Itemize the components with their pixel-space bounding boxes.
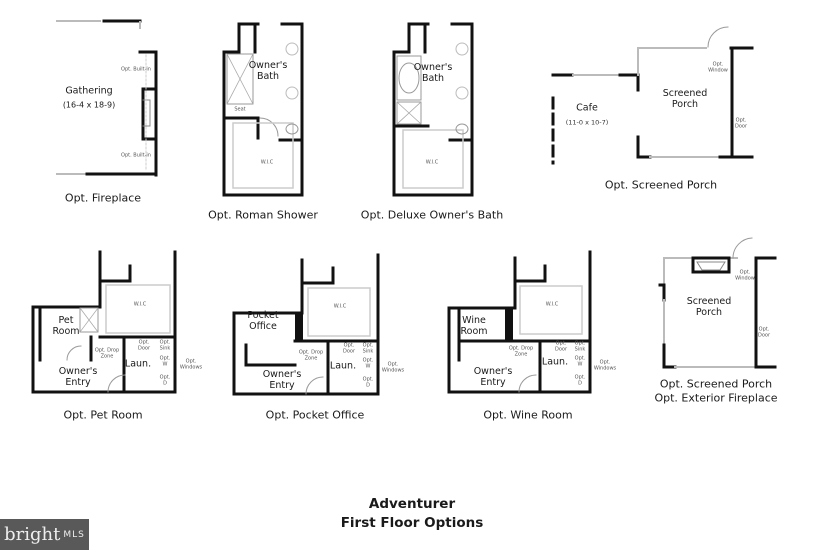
- note-opt-drop-zone: Opt. Drop Zone: [508, 345, 534, 357]
- room-label-wic: W.I.C: [425, 159, 439, 166]
- room-label-laundry: Laun.: [329, 360, 357, 372]
- note-opt-window: Opt. Window: [708, 61, 728, 73]
- note-opt-door: Opt. Door: [342, 342, 356, 354]
- note-seat: Seat: [234, 106, 246, 113]
- note-opt-door: Opt. Door: [757, 326, 771, 338]
- porch-fireplace-plan: [658, 237, 777, 369]
- room-dimensions: (16-4 x 18-9): [62, 100, 116, 110]
- bright-mls-logo: bright MLS: [0, 519, 89, 550]
- room-label-owners-bath: Owner's Bath: [413, 62, 453, 84]
- page-subtitle: First Floor Options: [340, 515, 484, 532]
- room-label-laundry: Laun.: [124, 358, 152, 370]
- pet-room-plan: [31, 250, 177, 394]
- roman-shower-plan: [222, 22, 304, 197]
- note-opt-dryer: Opt. D: [159, 374, 171, 386]
- pocket-office-plan: [232, 253, 380, 396]
- caption-opt-roman-shower: Opt. Roman Shower: [208, 208, 318, 222]
- note-opt-window: Opt. Window: [735, 269, 755, 281]
- caption-opt-screened-porch: Opt. Screened Porch: [604, 178, 718, 192]
- note-opt-door: Opt. Door: [554, 340, 568, 352]
- room-label-wic: W.I.C: [133, 301, 147, 308]
- note-opt-washer: Opt. W: [574, 355, 586, 367]
- note-opt-windows: Opt. Windows: [381, 361, 405, 373]
- room-label-cafe: Cafe: [576, 102, 598, 114]
- room-label-screened-porch: Screened Porch: [686, 296, 732, 318]
- room-label-wic: W.I.C: [260, 159, 274, 166]
- note-opt-drop-zone: Opt. Drop Zone: [298, 349, 324, 361]
- room-label-wine-room: Wine Room: [460, 315, 488, 337]
- caption-opt-exterior-fireplace: Opt. Exterior Fireplace: [654, 391, 778, 405]
- caption-opt-screened-porch: Opt. Screened Porch: [659, 377, 773, 391]
- wine-room-plan: [447, 250, 592, 394]
- room-label-laundry: Laun.: [541, 356, 569, 368]
- logo-suffix: MLS: [63, 529, 85, 540]
- logo-brand: bright: [4, 524, 61, 545]
- room-label-owners-entry: Owner's Entry: [473, 366, 513, 388]
- room-label-pocket-office: Pocket Office: [247, 310, 279, 332]
- room-dimensions: (11-0 x 10-7): [565, 118, 609, 127]
- note-opt-dryer: Opt. D: [362, 376, 374, 388]
- room-label-owners-bath: Owner's Bath: [248, 60, 288, 82]
- screened-porch-plan: [551, 26, 754, 165]
- caption-opt-pocket-office: Opt. Pocket Office: [265, 408, 365, 422]
- room-label-pet-room: Pet Room: [52, 315, 80, 337]
- note-opt-dryer: Opt. D: [574, 374, 586, 386]
- page-title: Adventurer: [368, 496, 456, 513]
- note-opt-washer: Opt. W: [362, 357, 374, 369]
- room-label-wic: W.I.C: [545, 301, 559, 308]
- note-opt-door: Opt. Door: [734, 117, 748, 129]
- room-label-gathering: Gathering: [65, 85, 113, 97]
- note-opt-door: Opt. Door: [137, 339, 151, 351]
- room-label-owners-entry: Owner's Entry: [262, 369, 302, 391]
- room-label-owners-entry: Owner's Entry: [58, 366, 98, 388]
- caption-opt-fireplace: Opt. Fireplace: [64, 191, 142, 205]
- caption-opt-deluxe-owners-bath: Opt. Deluxe Owner's Bath: [360, 208, 504, 222]
- room-label-wic: W.I.C: [333, 303, 347, 310]
- fireplace-plan: [56, 19, 158, 177]
- caption-opt-pet-room: Opt. Pet Room: [63, 408, 143, 422]
- note-opt-washer: Opt. W: [159, 355, 171, 367]
- note-opt-sink: Opt. Sink: [574, 340, 586, 352]
- room-label-screened-porch: Screened Porch: [662, 88, 708, 110]
- note-opt-windows: Opt. Windows: [179, 358, 203, 370]
- note-opt-builtin: Opt. Built-in: [121, 152, 151, 159]
- note-opt-windows: Opt. Windows: [593, 359, 617, 371]
- note-opt-sink: Opt. Sink: [362, 342, 374, 354]
- note-opt-sink: Opt. Sink: [159, 339, 171, 351]
- caption-opt-wine-room: Opt. Wine Room: [483, 408, 573, 422]
- note-opt-builtin: Opt. Built-in: [121, 66, 151, 73]
- deluxe-bath-plan: [392, 22, 474, 197]
- note-opt-drop-zone: Opt. Drop Zone: [94, 347, 120, 359]
